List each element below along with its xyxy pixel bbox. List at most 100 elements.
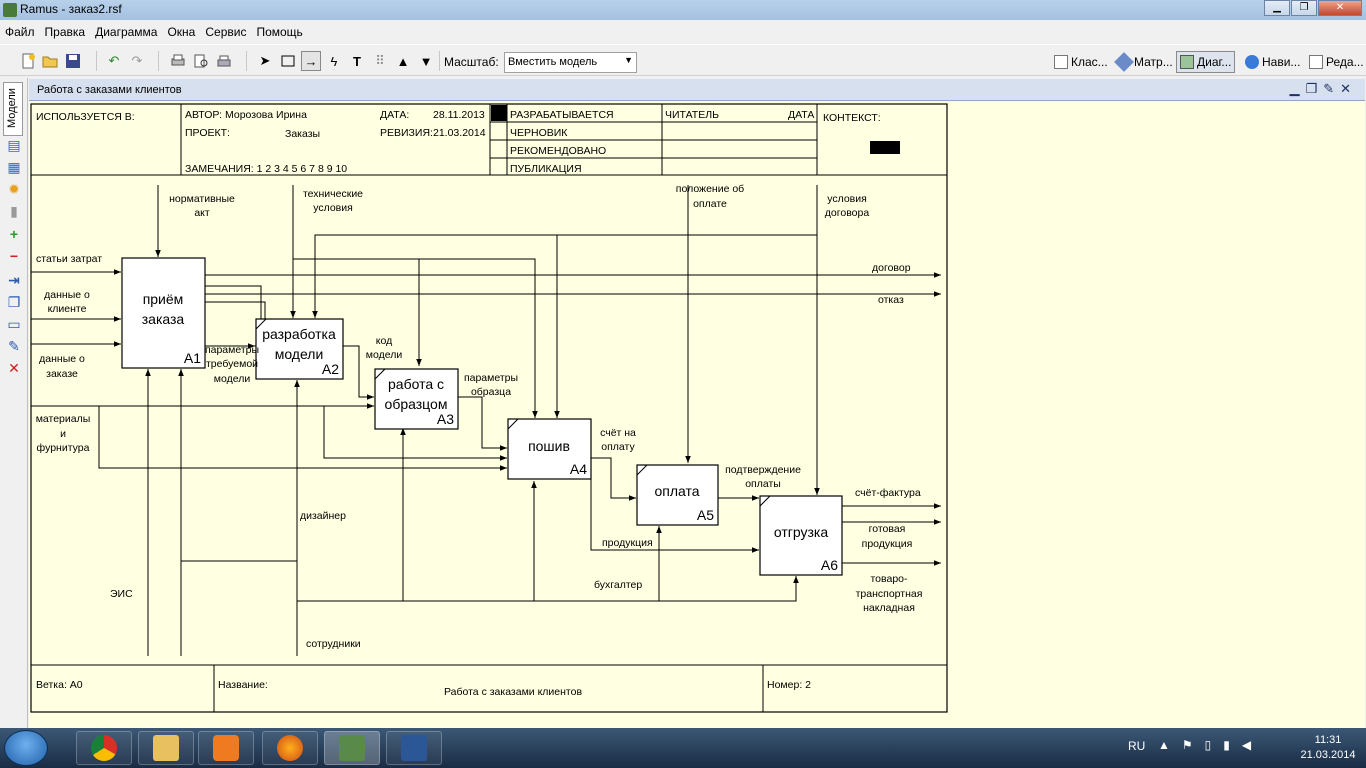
pointer-tool-icon[interactable]: ➤	[259, 53, 271, 68]
menu-help[interactable]: Помощь	[256, 25, 303, 39]
redo-icon[interactable]: ↷	[131, 53, 143, 68]
printer-setup-icon[interactable]	[214, 51, 234, 71]
menu-diagram[interactable]: Диаграмма	[95, 25, 158, 39]
remove-icon[interactable]: −	[9, 248, 19, 264]
diagram-button[interactable]: Диаг...	[1176, 51, 1236, 73]
close-button[interactable]: ✕	[1318, 0, 1362, 16]
doc-close-button[interactable]: ✕	[1340, 81, 1351, 96]
tray-icons[interactable]: ▲⚑▯▮◀	[1158, 738, 1264, 752]
clock-date: 21.03.2014	[1300, 749, 1356, 761]
menu-file[interactable]: Файл	[5, 25, 35, 39]
print-preview-icon[interactable]	[191, 51, 211, 71]
navigator-button[interactable]: Нави...	[1241, 51, 1304, 73]
open-model-icon[interactable]: ▦	[7, 158, 21, 175]
diagram-canvas[interactable]: ИСПОЛЬЗУЕТСЯ В: АВТОР: Морозова Ирина ПР…	[29, 101, 1365, 728]
box-a6-title: отгрузка	[774, 524, 828, 540]
chrome-task[interactable]	[76, 731, 132, 765]
trash-icon[interactable]: ▮	[10, 202, 18, 219]
chrome-icon	[91, 735, 117, 761]
matrix-icon	[1114, 52, 1134, 72]
doc-minimize-button[interactable]: ▁	[1289, 81, 1300, 96]
text-tool-icon[interactable]: T	[353, 53, 361, 69]
language-indicator[interactable]: RU	[1128, 739, 1146, 753]
menu-edit[interactable]: Правка	[44, 25, 86, 39]
grid-icon[interactable]: ⠿	[375, 53, 385, 68]
edit-window-icon[interactable]: ✎	[8, 337, 20, 354]
new-file-icon[interactable]	[18, 51, 38, 71]
project-value: Заказы	[285, 128, 320, 140]
activity-box-a4[interactable]: пошив A4	[507, 418, 592, 480]
clock-time: 11:31	[1314, 734, 1342, 746]
print-icon[interactable]	[168, 51, 188, 71]
scale-select[interactable]: Вместить модель ▼	[504, 52, 637, 73]
label-accountant: бухгалтер	[594, 579, 642, 591]
save-icon[interactable]	[63, 51, 83, 71]
box-a1-title-l2: заказа	[142, 311, 185, 327]
window-title: Ramus - заказ2.rsf	[20, 2, 122, 16]
label-staff: сотрудники	[306, 638, 361, 650]
editor-button[interactable]: Реда...	[1305, 51, 1366, 73]
matrix-button[interactable]: Матр...	[1113, 51, 1177, 73]
label-normativ-l1: нормативные	[169, 193, 235, 205]
media-task[interactable]	[198, 731, 254, 765]
settings-icon[interactable]: ✹	[8, 180, 20, 197]
label-designer: дизайнер	[300, 510, 346, 522]
context-label: КОНТЕКСТ:	[823, 112, 881, 124]
delete-icon[interactable]: ✕	[8, 359, 20, 376]
classificator-button[interactable]: Клас...	[1050, 51, 1112, 73]
new-model-icon[interactable]: ▤	[7, 136, 21, 153]
used-in-label: ИСПОЛЬЗУЕТСЯ В:	[36, 111, 135, 123]
status-recommended: РЕКОМЕНДОВАНО	[510, 145, 606, 157]
activity-box-a5[interactable]: оплата A5	[636, 464, 719, 526]
menu-windows[interactable]: Окна	[167, 25, 196, 39]
firefox-task[interactable]	[262, 731, 318, 765]
status-draft: ЧЕРНОВИК	[510, 127, 568, 139]
number-label: Номер: 2	[767, 679, 811, 691]
label-eis: ЭИС	[110, 588, 133, 600]
activity-box-a3[interactable]: работа с образцом A3	[374, 368, 459, 430]
box-tool-icon[interactable]	[278, 51, 298, 71]
clock[interactable]: 11:31 21.03.2014	[1298, 733, 1358, 763]
activity-box-a1[interactable]: приём заказа A1	[121, 257, 206, 369]
label-pay-confirm-l1: подтверждение	[725, 464, 801, 476]
explorer-task[interactable]	[138, 731, 194, 765]
squiggle-tool-icon[interactable]: ϟ	[330, 53, 338, 69]
activity-box-a2[interactable]: разработка модели A2	[255, 318, 344, 380]
label-normativ-l2: акт	[194, 207, 210, 219]
label-order-data-l2: заказе	[46, 368, 78, 380]
diagram-window-title: Работа с заказами клиентов	[37, 84, 182, 96]
link-icon[interactable]: ⇥	[8, 271, 20, 288]
menu-service[interactable]: Сервис	[205, 25, 247, 39]
add-icon[interactable]: +	[9, 226, 19, 242]
ramus-task[interactable]	[324, 731, 380, 765]
window-icon[interactable]: ▭	[7, 315, 21, 332]
diagram-frame	[30, 103, 948, 713]
maximize-button[interactable]: ❐	[1291, 0, 1317, 16]
arrow-labels: нормативные акт технические условия поло…	[36, 183, 923, 650]
box-a5-title: оплата	[654, 483, 699, 499]
diagram-window: Работа с заказами клиентов ▁ ❐ ✎ ✕	[29, 79, 1365, 728]
arrow-tool-icon[interactable]: →	[301, 51, 321, 71]
activity-box-a6[interactable]: отгрузка A6	[759, 495, 843, 576]
minimize-button[interactable]: ▁	[1264, 0, 1290, 16]
box-a3-title-l1: работа с	[388, 376, 444, 392]
models-tab[interactable]: Модели	[3, 82, 23, 136]
doc-edit-button[interactable]: ✎	[1323, 81, 1335, 96]
label-sample-params-l2: образца	[471, 386, 511, 398]
box-a5-id: A5	[697, 507, 714, 523]
label-contract-cond-l2: договора	[825, 207, 870, 219]
undo-icon[interactable]: ↶	[108, 53, 120, 68]
windows-icon[interactable]: ❐	[7, 293, 21, 310]
notes-label: ЗАМЕЧАНИЯ: 1 2 3 4 5 6 7 8 9 10	[185, 163, 347, 175]
doc-restore-button[interactable]: ❐	[1305, 81, 1318, 96]
author-label: АВТОР:	[185, 109, 222, 121]
editor-icon	[1309, 55, 1323, 69]
label-model-code-l1: код	[376, 335, 392, 347]
diagram-icon	[1180, 55, 1194, 69]
open-folder-icon[interactable]	[40, 51, 60, 71]
idef0-diagram: ИСПОЛЬЗУЕТСЯ В: АВТОР: Морозова Ирина ПР…	[30, 103, 948, 713]
go-down-icon[interactable]: ▼	[419, 53, 433, 69]
start-button[interactable]	[4, 730, 48, 766]
word-task[interactable]	[386, 731, 442, 765]
go-up-icon[interactable]: ▲	[396, 53, 410, 69]
